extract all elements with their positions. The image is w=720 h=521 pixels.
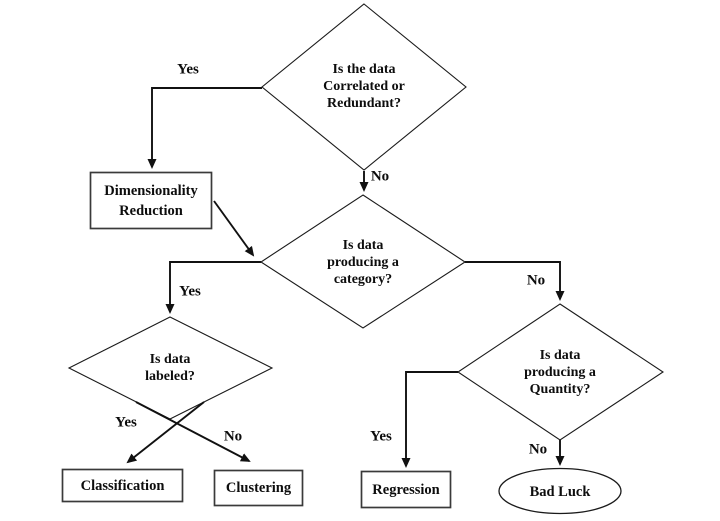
terminal-ellipse-bad-luck: [498, 467, 622, 515]
decision-diamond-labeled: [67, 316, 274, 420]
decision-diamond-category: [259, 194, 467, 329]
edge-labeled-no: [135, 401, 251, 462]
process-box-regression: [360, 470, 452, 509]
edge-correlated-yes: [147, 87, 262, 169]
edge-dimred-to-category: [213, 200, 255, 257]
edge-category-no: [465, 261, 565, 301]
decision-diamond-quantity: [457, 303, 664, 441]
process-box-clustering: [213, 469, 304, 507]
process-box-classification: [61, 468, 184, 503]
edge-quantity-yes: [401, 371, 458, 468]
edge-labeled-yes: [126, 401, 205, 464]
edge-category-yes: [165, 261, 261, 314]
process-box-dimensionality-reduction: [89, 171, 213, 230]
decision-diamond-correlated: [261, 3, 467, 171]
